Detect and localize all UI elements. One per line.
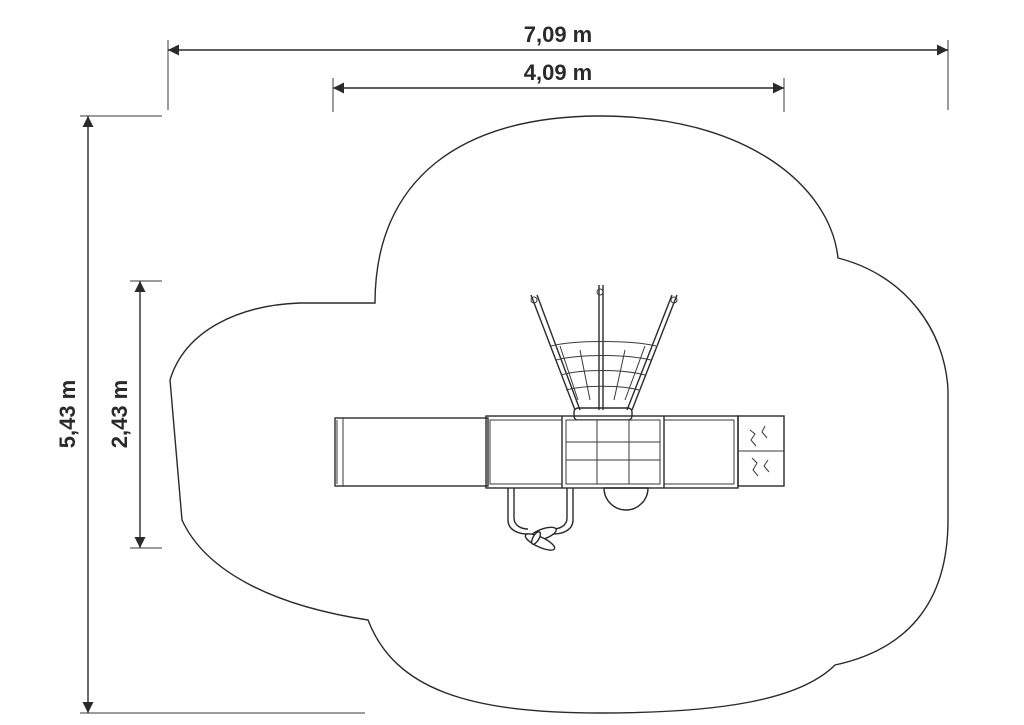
climbing-rail <box>507 488 574 535</box>
overall-width-dimension: 7,09 m <box>168 22 948 56</box>
climbing-net <box>530 285 678 411</box>
central-grid-floor <box>565 419 661 485</box>
equipment-depth-label: 2,43 m <box>107 380 132 449</box>
twist-step <box>524 526 557 551</box>
overall-depth-dimension: 5,43 m <box>55 116 94 713</box>
roof-panel <box>737 415 785 487</box>
equipment-width-dimension: 4,09 m <box>333 60 784 94</box>
equipment-width-label: 4,09 m <box>524 60 593 85</box>
extension-lines <box>80 40 949 714</box>
dome <box>603 487 649 511</box>
overall-width-label: 7,09 m <box>524 22 593 47</box>
safety-zone-outline <box>169 115 949 714</box>
overall-depth-label: 5,43 m <box>55 380 80 449</box>
equipment-depth-dimension: 2,43 m <box>107 281 146 548</box>
slide <box>334 417 489 487</box>
